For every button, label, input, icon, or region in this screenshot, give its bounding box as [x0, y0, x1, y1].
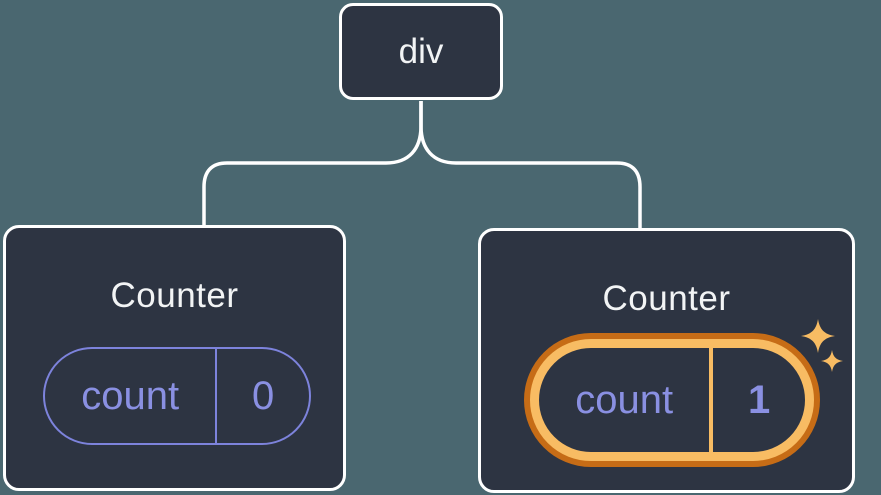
- state-key-left: count: [81, 373, 180, 418]
- state-pill-left: count 0: [43, 347, 311, 445]
- state-value-left: 0: [252, 373, 275, 418]
- state-value-right: 1: [748, 377, 771, 422]
- sparkles-icon: [801, 319, 843, 372]
- connector-left-branch: [202, 101, 423, 227]
- pill-divider-right: [709, 348, 714, 452]
- root-node-label: div: [398, 31, 444, 71]
- component-title-left: Counter: [110, 276, 239, 315]
- state-pill-right-highlighted: count 1: [530, 339, 814, 461]
- component-title-right: Counter: [602, 279, 731, 318]
- sparkle-small: [821, 350, 843, 372]
- counter-card-right: Counter count 1: [478, 228, 855, 493]
- counter-card-left: Counter count 0: [3, 225, 346, 491]
- root-node: div: [339, 3, 503, 100]
- connector-right-branch: [419, 101, 642, 230]
- sparkle-large: [801, 319, 835, 353]
- pill-divider-left: [215, 349, 218, 443]
- state-key-right: count: [575, 377, 674, 422]
